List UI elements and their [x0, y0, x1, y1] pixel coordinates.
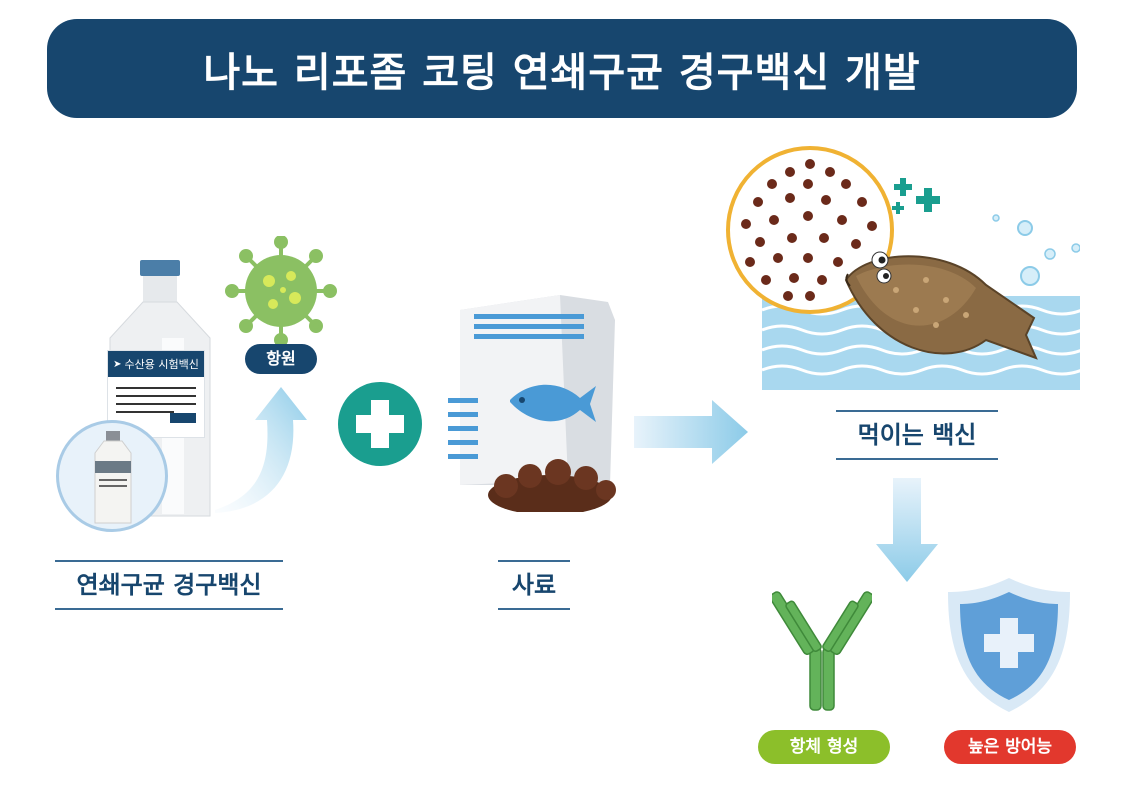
- bubbles-icon: [990, 210, 1080, 290]
- bottle-label-text: 수산용 시험백신: [124, 358, 199, 371]
- virus-icon: [221, 236, 341, 346]
- vaccine-caption: 연쇄구균 경구백신: [55, 560, 283, 610]
- fish-icon: ➤: [113, 358, 122, 370]
- antibody-formation-badge: 항체 형성: [758, 730, 890, 764]
- feed-bag-illustration: [440, 290, 640, 512]
- curved-arrow-icon: [205, 385, 315, 515]
- antigen-badge: 항원: [245, 344, 317, 374]
- edible-vaccine-caption: 먹이는 백신: [836, 410, 998, 460]
- health-plus-icon: [890, 176, 946, 220]
- down-arrow-icon: [876, 478, 938, 584]
- shield-icon: [944, 574, 1074, 714]
- right-arrow-icon: [634, 400, 750, 464]
- antibody-icon: [772, 586, 872, 712]
- page-title: 나노 리포좀 코팅 연쇄구균 경구백신 개발: [47, 19, 1077, 118]
- flatfish-icon: [836, 240, 1046, 360]
- small-vaccine-bottle-photo: [56, 420, 168, 532]
- feed-pellets-circle: [726, 146, 894, 314]
- feed-caption: 사료: [498, 560, 570, 610]
- high-defense-badge: 높은 방어능: [944, 730, 1076, 764]
- plus-icon: [338, 382, 422, 466]
